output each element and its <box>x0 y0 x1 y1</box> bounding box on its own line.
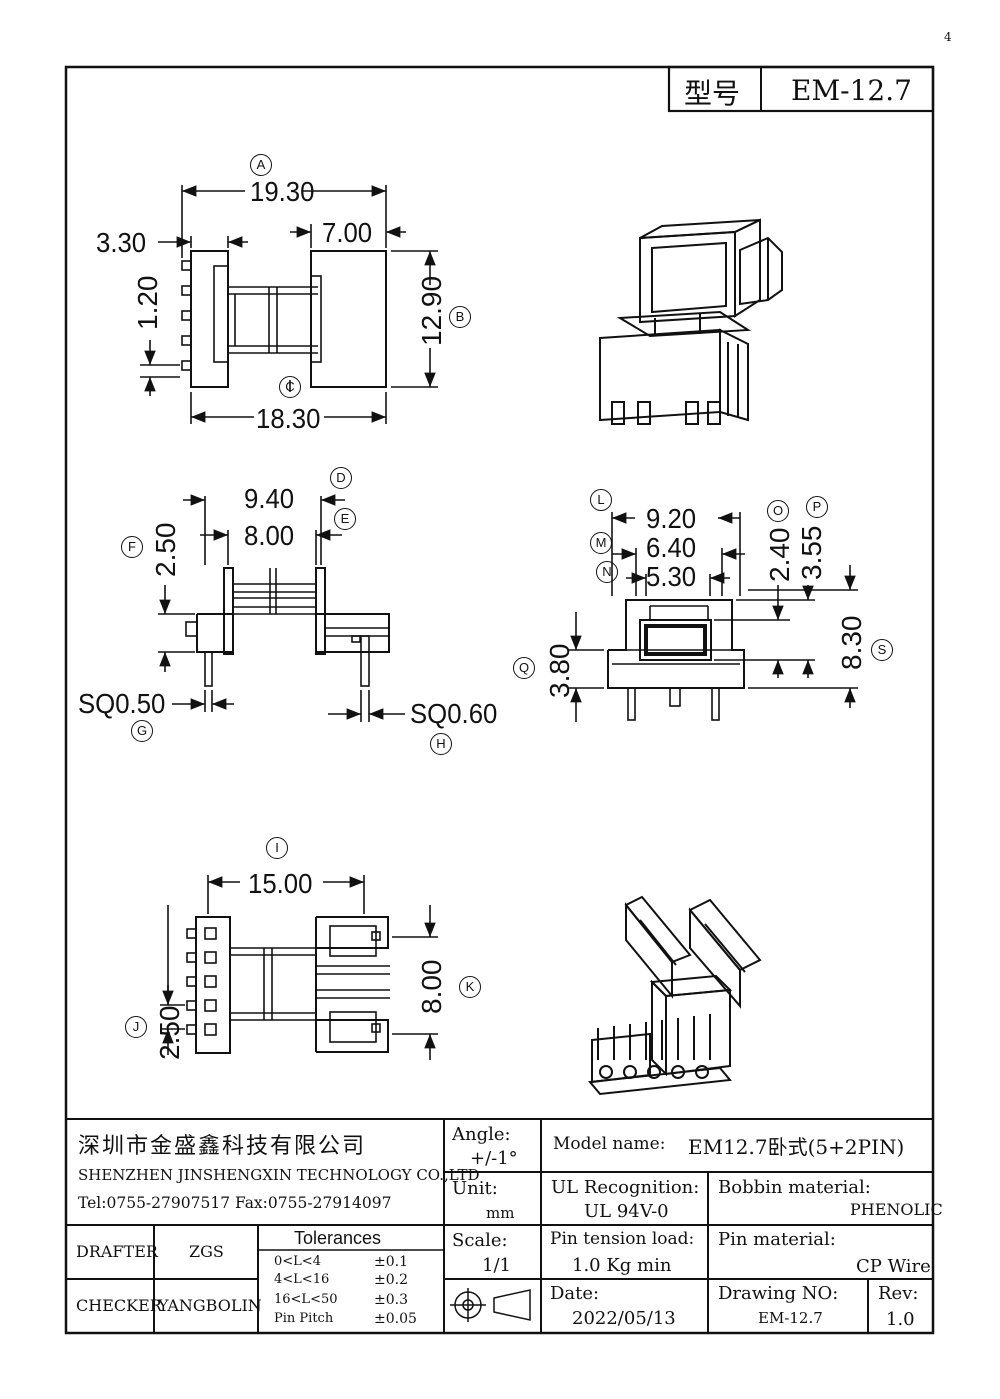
side-view <box>158 494 405 722</box>
dim-C: 18.30 <box>256 403 321 434</box>
label-S: S <box>871 639 893 661</box>
tolerances-title: Tolerances <box>294 1228 382 1248</box>
label-B: B <box>449 306 471 328</box>
angle-value: +/-1° <box>470 1148 518 1169</box>
label-M: M <box>590 532 612 554</box>
model-value: EM-12.7 <box>791 74 912 107</box>
dim-N: 5.30 <box>646 561 697 592</box>
bottom-view <box>160 875 438 1060</box>
outer-frame <box>64 65 935 1335</box>
dim-L: 9.20 <box>646 503 697 534</box>
unit-value: mm <box>486 1204 515 1222</box>
iso-view-top <box>599 218 783 425</box>
tol-value-2: ±0.2 <box>374 1272 408 1288</box>
tol-value-3: ±0.3 <box>374 1292 408 1308</box>
drawing-no-value: EM-12.7 <box>758 1309 823 1327</box>
dim-7-00: 7.00 <box>322 217 373 248</box>
dim-A: 19.30 <box>250 176 315 207</box>
label-E: E <box>334 508 356 530</box>
dim-S: 8.30 <box>836 615 867 671</box>
date-label: Date: <box>550 1283 600 1304</box>
dim-D: 9.40 <box>244 483 295 514</box>
drafter-name: ZGS <box>189 1242 224 1261</box>
label-A: A <box>250 154 272 176</box>
dim-J: 2.50 <box>154 1005 185 1061</box>
end-view <box>568 512 858 722</box>
label-F: F <box>121 536 143 558</box>
drafter-label: DRAFTER <box>76 1242 158 1261</box>
bobbin-value: PHENOLIC <box>850 1200 943 1219</box>
label-P: P <box>806 496 828 518</box>
checker-name: YANGBOLIN <box>158 1296 262 1315</box>
model-box <box>667 65 935 113</box>
tol-range-2: 4<L<16 <box>274 1272 330 1287</box>
scale-label: Scale: <box>452 1230 508 1251</box>
drawing-no-label: Drawing NO: <box>718 1283 839 1304</box>
dim-B: 12.90 <box>416 275 447 346</box>
tol-range-1: 0<L<4 <box>274 1254 321 1269</box>
dim-Q: 3.80 <box>544 643 575 699</box>
pin-material-label: Pin material: <box>718 1229 836 1250</box>
date-value: 2022/05/13 <box>572 1308 676 1329</box>
dim-H: SQ0.60 <box>410 698 498 729</box>
model-name-label: Model name: <box>553 1134 666 1154</box>
label-G: G <box>131 720 153 742</box>
ul-value: UL 94V-0 <box>584 1201 669 1222</box>
tol-value-4: ±0.05 <box>374 1311 417 1327</box>
model-label: 型号 <box>684 77 741 110</box>
label-J: J <box>125 1016 147 1038</box>
top-view <box>140 185 438 424</box>
model-name-value: EM12.7卧式(5+2PIN) <box>688 1135 905 1159</box>
dim-E: 8.00 <box>244 520 295 551</box>
title-block-lines <box>66 1118 933 1333</box>
dim-K: 8.00 <box>416 959 447 1015</box>
dim-M: 6.40 <box>646 532 697 563</box>
scale-value: 1/1 <box>482 1255 511 1276</box>
label-D: D <box>330 467 352 489</box>
label-I: I <box>266 837 288 859</box>
company-name-cn: 深圳市金盛鑫科技有限公司 <box>78 1134 367 1159</box>
dim-1-20: 1.20 <box>132 275 163 331</box>
dim-O: 2.40 <box>764 527 795 583</box>
checker-label: CHECKER <box>76 1296 162 1315</box>
label-K: K <box>459 976 481 998</box>
dim-P: 3.55 <box>796 525 827 581</box>
rev-value: 1.0 <box>886 1309 915 1330</box>
bobbin-label: Bobbin material: <box>718 1177 871 1198</box>
projection-symbol-icon <box>450 1288 531 1322</box>
tol-range-3: 16<L<50 <box>274 1292 338 1307</box>
dim-3-30: 3.30 <box>96 227 147 258</box>
ul-label: UL Recognition: <box>551 1177 700 1198</box>
label-L: L <box>590 489 612 511</box>
tol-range-4: Pin Pitch <box>274 1311 334 1326</box>
label-Q: Q <box>513 657 535 679</box>
iso-view-bottom <box>588 895 762 1096</box>
pin-tension-value: 1.0 Kg min <box>572 1255 672 1276</box>
company-name-en: SHENZHEN JINSHENGXIN TECHNOLOGY CO.,LTD <box>78 1166 480 1184</box>
dim-I: 15.00 <box>248 868 313 899</box>
tol-value-1: ±0.1 <box>374 1254 408 1270</box>
dim-F: 2.50 <box>150 522 181 578</box>
company-contact: Tel:0755-27907517 Fax:0755-27914097 <box>78 1194 392 1212</box>
label-H: H <box>430 733 452 755</box>
label-N: N <box>596 561 618 583</box>
label-C: C <box>279 376 301 398</box>
unit-label: Unit: <box>452 1178 498 1199</box>
pin-material-value: CP Wire <box>856 1256 931 1277</box>
pin-tension-label: Pin tension load: <box>550 1229 695 1249</box>
corner-mark: 4 <box>944 30 952 44</box>
rev-label: Rev: <box>878 1283 919 1304</box>
label-O: O <box>767 500 789 522</box>
dim-G: SQ0.50 <box>78 688 166 719</box>
angle-label: Angle: <box>452 1124 511 1145</box>
